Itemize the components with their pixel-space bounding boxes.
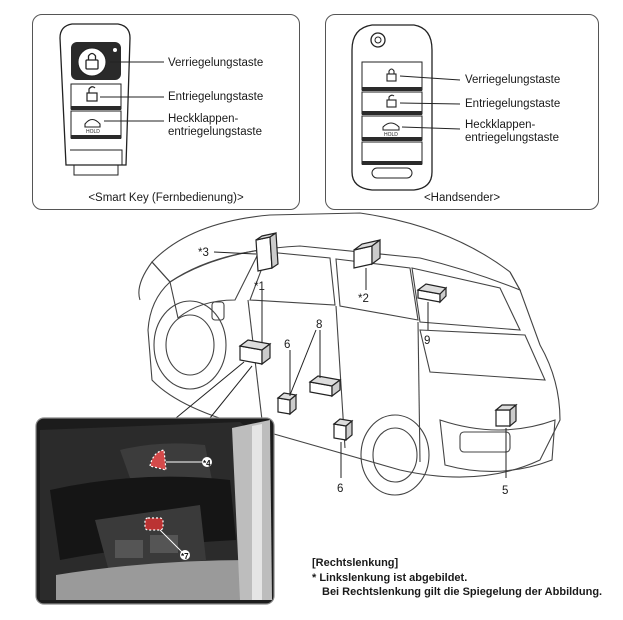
lock-switch-highlight bbox=[144, 517, 164, 531]
callout-2: *2 bbox=[358, 293, 369, 305]
callout-6b: 6 bbox=[337, 483, 343, 495]
transmitter-unlock-label: Entriegelungstaste bbox=[465, 98, 561, 110]
transmitter-tailgate-icon bbox=[382, 122, 400, 131]
callout-1: *1 bbox=[254, 281, 265, 293]
note-title: [Rechtslenkung] bbox=[312, 557, 399, 569]
transmitter-tailgate-label-1: Heckklappen- bbox=[465, 119, 536, 131]
front-wheel bbox=[153, 300, 227, 390]
callout-6a: 6 bbox=[284, 339, 290, 351]
callout-5: 5 bbox=[502, 485, 508, 497]
note-line-1: * Linkslenkung ist abgebildet. bbox=[312, 572, 468, 584]
hold-text: HOLD bbox=[86, 129, 100, 135]
callout-3: *3 bbox=[198, 247, 209, 259]
key-ring-icon bbox=[370, 32, 386, 48]
tailgate-button-icon bbox=[84, 118, 101, 128]
smart-key-unlock-label: Entriegelungstaste bbox=[168, 91, 264, 103]
hold-text: HOLD bbox=[384, 132, 398, 138]
rear-wheel bbox=[360, 414, 430, 496]
smart-key-tailgate-label-2: entriegelungstaste bbox=[168, 126, 262, 138]
callout-9: 9 bbox=[424, 335, 430, 347]
note-line-2: Bei Rechtslenkung gilt die Spiegelung de… bbox=[322, 586, 603, 598]
transmitter-caption: <Handsender> bbox=[423, 192, 501, 204]
smart-key-caption: <Smart Key (Fernbedienung)> bbox=[88, 192, 244, 204]
transmitter-lock-label: Verriegelungstaste bbox=[465, 74, 561, 86]
transmitter-lock-icon bbox=[386, 73, 397, 82]
callout-4: *4 bbox=[203, 459, 211, 468]
lock-button-icon bbox=[77, 47, 107, 77]
door-handle-highlight bbox=[149, 449, 167, 471]
unlock-button-icon bbox=[86, 92, 98, 102]
callout-8: 8 bbox=[316, 319, 322, 331]
smart-key-lock-label: Verriegelungstaste bbox=[168, 57, 264, 69]
transmitter-tailgate-label-2: entriegelungstaste bbox=[465, 132, 559, 144]
transmitter-unlock-icon bbox=[386, 99, 397, 108]
callout-7: *7 bbox=[181, 552, 189, 561]
smart-key-tailgate-label-1: Heckklappen- bbox=[168, 113, 239, 125]
